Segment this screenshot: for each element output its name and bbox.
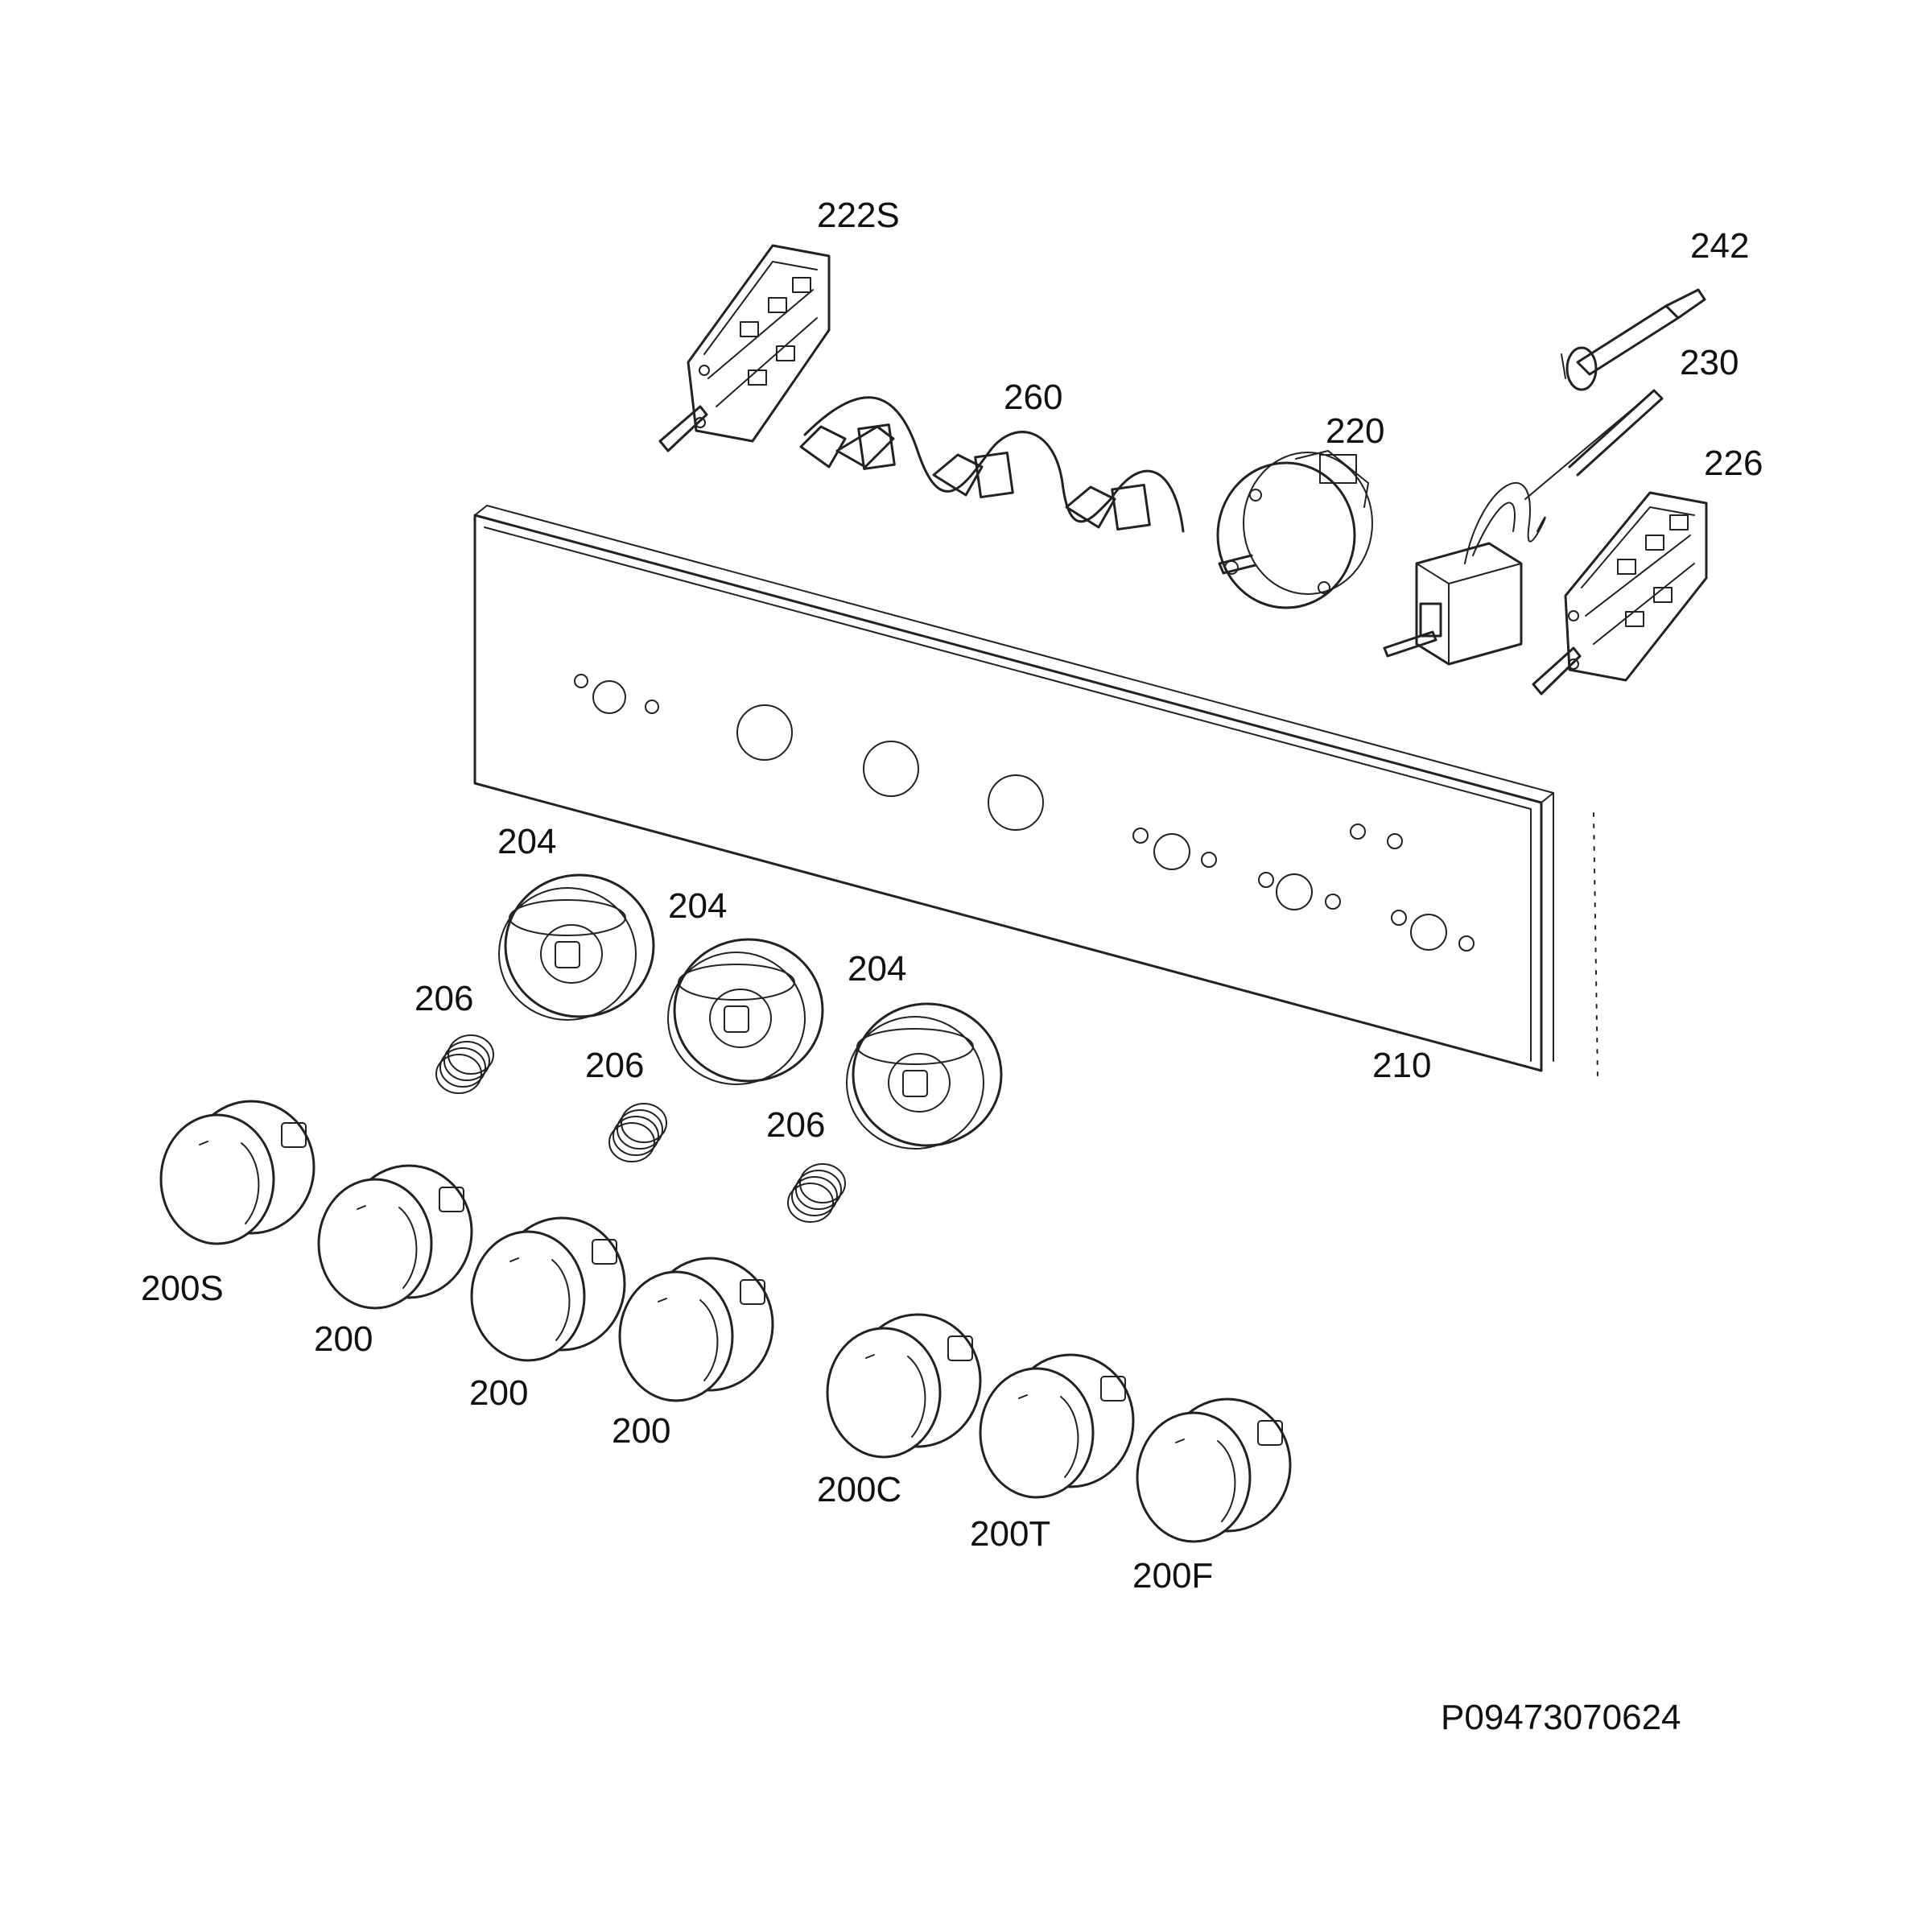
knob-200-a	[317, 1164, 473, 1310]
knob-200F	[1136, 1397, 1292, 1543]
bezel-204-a	[498, 873, 655, 1021]
knob-200C	[826, 1313, 982, 1459]
knob-200S	[159, 1100, 316, 1245]
knob-200-c	[618, 1257, 774, 1402]
label-200-a: 200	[314, 1319, 373, 1359]
spring-206-a	[435, 1034, 494, 1094]
label-204-b: 204	[668, 886, 727, 926]
label-200F: 200F	[1132, 1556, 1213, 1596]
label-230: 230	[1680, 343, 1739, 382]
label-204-c: 204	[848, 949, 906, 989]
bezel-204-b	[667, 938, 824, 1085]
label-200S: 200S	[141, 1269, 224, 1308]
label-204-a: 204	[497, 822, 556, 861]
drawing-code: P09473070624	[1441, 1698, 1681, 1737]
switch-226	[1532, 491, 1708, 696]
label-260: 260	[1004, 378, 1062, 417]
label-206-b: 206	[585, 1046, 644, 1085]
label-226: 226	[1704, 444, 1763, 483]
label-200C: 200C	[817, 1470, 901, 1509]
control-panel-210	[473, 505, 1598, 1080]
switch-222S	[658, 244, 831, 452]
label-206-c: 206	[766, 1105, 825, 1145]
part-labels: 222S 260 220 242 230 226 204 204 204 206…	[141, 196, 1763, 1596]
timer-220	[1216, 450, 1373, 609]
spring-206-c	[787, 1163, 846, 1223]
bezel-204-c	[846, 1002, 1003, 1150]
sensor-242	[1561, 288, 1706, 391]
label-200-c: 200	[612, 1411, 670, 1451]
harness-260	[799, 396, 1185, 533]
label-200-b: 200	[469, 1373, 528, 1413]
label-242: 242	[1690, 226, 1749, 266]
knob-200T	[979, 1353, 1135, 1499]
knob-200-b	[470, 1216, 626, 1362]
spring-206-b	[608, 1103, 667, 1162]
label-210: 210	[1372, 1046, 1431, 1085]
label-206-a: 206	[415, 979, 473, 1018]
label-222S: 222S	[817, 196, 900, 235]
label-200T: 200T	[970, 1514, 1050, 1554]
label-220: 220	[1326, 411, 1384, 451]
thermostat-230	[1383, 389, 1664, 666]
panel-holes	[574, 674, 1475, 952]
